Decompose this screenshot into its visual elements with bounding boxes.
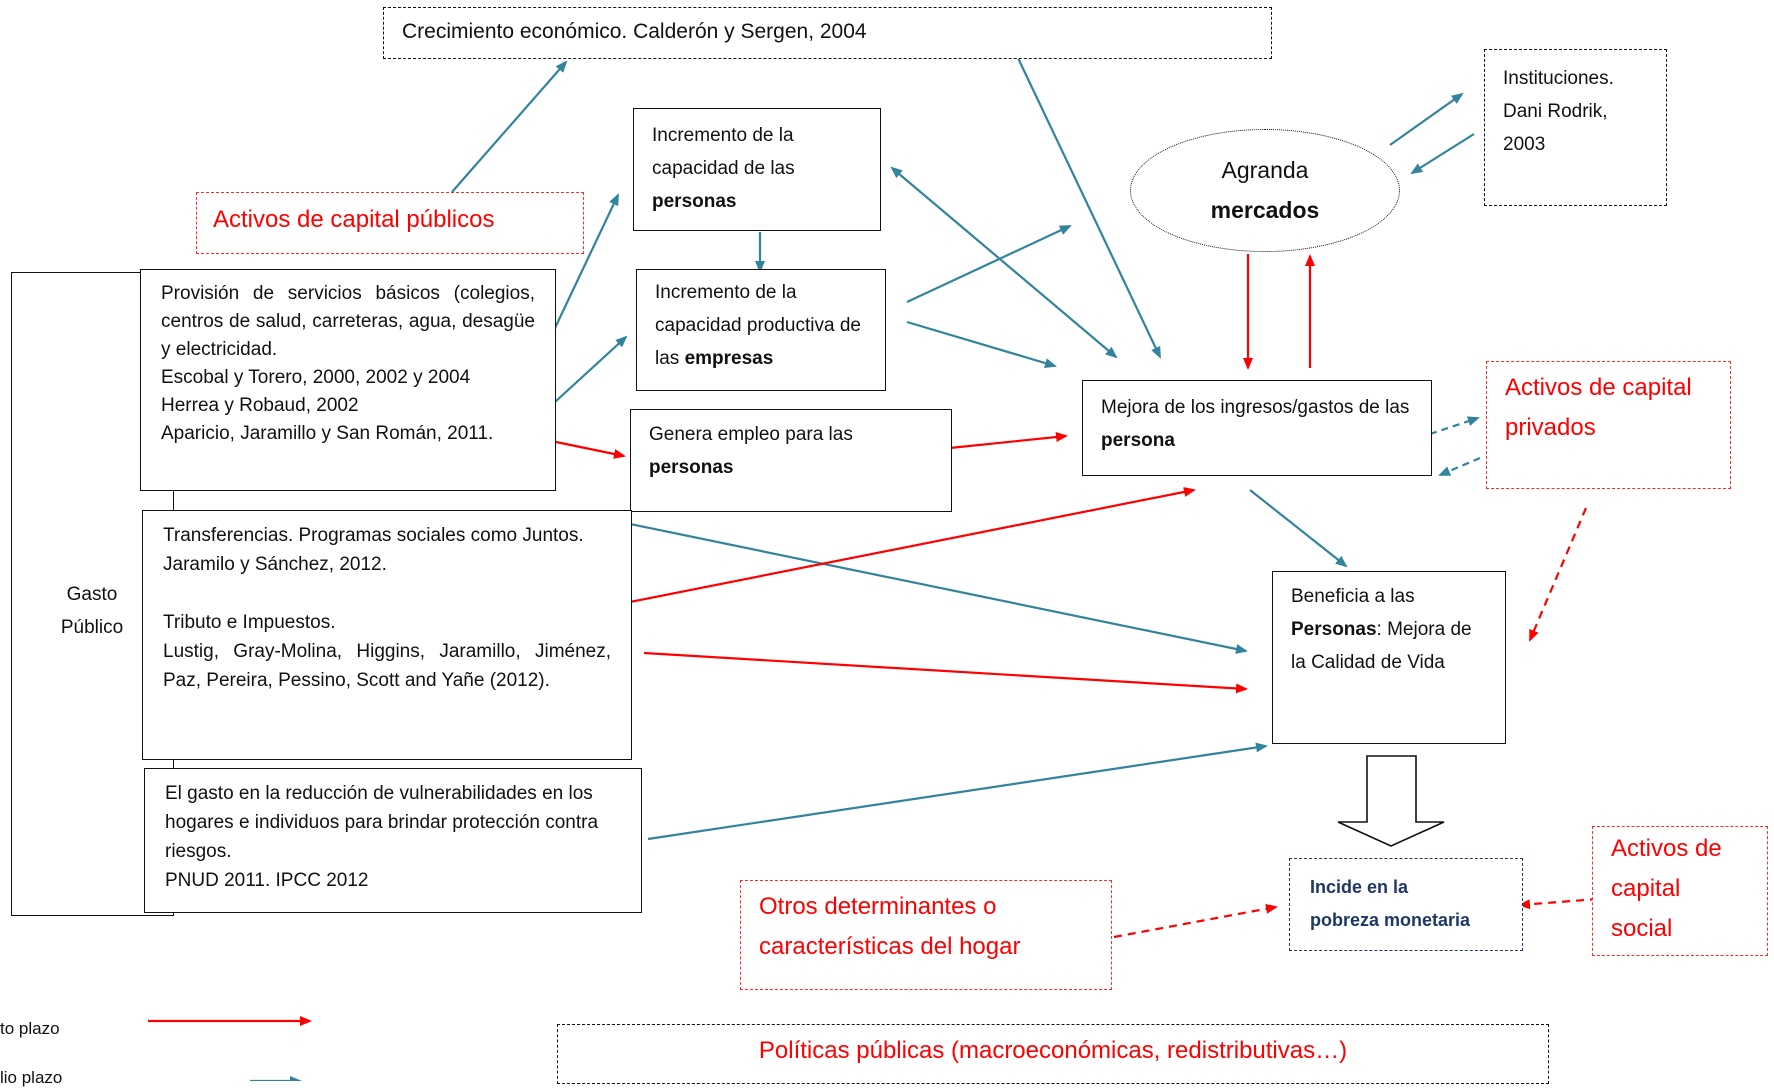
- provision-ref-3: Aparicio, Jaramillo y San Román, 2011.: [161, 423, 494, 444]
- arrow-empresas-to-ingresos: [906, 320, 1057, 368]
- provision-box: Provisión de servicios básicos (colegios…: [140, 269, 556, 491]
- arrow-vulnerabilidades-to-beneficia: [647, 742, 1268, 841]
- gasto-label-line1: Gasto: [66, 584, 118, 605]
- beneficia-text-pre: Beneficia a las: [1291, 586, 1415, 607]
- arrow-activos-privados-to-beneficia: [1528, 507, 1588, 642]
- arrow-from-instituciones: [1410, 133, 1475, 175]
- arrow-to-instituciones: [1389, 92, 1464, 146]
- capacidad-personas-bold: personas: [652, 191, 737, 212]
- arrow-transferencias-to-beneficia: [629, 522, 1248, 654]
- incide-box: Incide en la pobreza monetaria: [1289, 858, 1523, 951]
- social-line2: capital: [1611, 875, 1681, 902]
- activos-privados-line2: privados: [1505, 414, 1596, 441]
- transferencias-ref: Jaramilo y Sánchez, 2012.: [163, 554, 387, 575]
- empleo-text: Genera empleo para las: [649, 424, 853, 445]
- arrow-provision-to-empleo: [555, 440, 626, 459]
- activos-social-box: Activos de capital social: [1592, 826, 1768, 956]
- arrow-activos-privados-to-ingresos: [1438, 456, 1481, 477]
- arrow-transferencias-to-ingresos: [629, 487, 1196, 604]
- provision-text: Provisión de servicios básicos (colegios…: [161, 283, 535, 360]
- tributo-text: Tributo e Impuestos.: [163, 612, 336, 633]
- agranda-line2: mercados: [1210, 197, 1320, 223]
- arrow-otros-to-incide: [1113, 903, 1278, 939]
- activos-privados-box: Activos de capital privados: [1486, 361, 1731, 489]
- arrow-empresas-to-upper: [906, 225, 1072, 303]
- legend-long-term-label: lio plazo: [0, 1068, 62, 1088]
- tributo-ref: Lustig, Gray-Molina, Higgins, Jaramillo,…: [163, 641, 611, 691]
- arrow-provision-to-capacidad-personas: [554, 193, 619, 329]
- agranda-line1: Agranda: [1221, 157, 1309, 183]
- arrow-empleo-to-ingresos: [949, 432, 1068, 450]
- otros-determinantes-box: Otros determinantes o características de…: [740, 880, 1112, 990]
- otros-line2: características del hogar: [759, 933, 1021, 960]
- vulnerabilidades-text: El gasto en la reducción de vulnerabilid…: [165, 783, 599, 862]
- provision-ref-1: Escobal y Torero, 2000, 2002 y 2004: [161, 367, 471, 388]
- empleo-bold: personas: [649, 457, 734, 478]
- instituciones-line2: Dani Rodrik,: [1503, 101, 1608, 122]
- activos-privados-line1: Activos de capital: [1505, 374, 1692, 401]
- legend-short-term-text: to plazo: [0, 1019, 60, 1038]
- incide-line2: pobreza monetaria: [1310, 910, 1471, 930]
- capacidad-personas-text: Incremento de la capacidad de las: [652, 125, 795, 179]
- arrow-ingresos-to-activos-privados: [1429, 416, 1480, 436]
- capacidad-personas-box: Incremento de la capacidad de las person…: [633, 108, 881, 231]
- incide-line1: Incide en la: [1310, 877, 1409, 897]
- legend-long-term-text: lio plazo: [0, 1068, 63, 1087]
- gasto-label-line2: Público: [60, 617, 124, 638]
- politicas-box: Políticas públicas (macroeconómicas, red…: [557, 1024, 1549, 1084]
- arrow-provision-to-crecimiento: [451, 60, 568, 193]
- otros-line1: Otros determinantes o: [759, 893, 997, 920]
- provision-ref-2: Herrea y Robaud, 2002: [161, 395, 359, 416]
- instituciones-line1: Instituciones.: [1503, 68, 1614, 89]
- activos-publicos-text: Activos de capital públicos: [213, 206, 495, 233]
- vulnerabilidades-ref: PNUD 2011. IPCC 2012: [165, 870, 369, 891]
- arrow-ingresos-to-beneficia: [1249, 489, 1348, 568]
- beneficia-text-post: : Mejora de la Calidad de Vida: [1291, 619, 1472, 673]
- empleo-box: Genera empleo para las personas: [630, 409, 952, 512]
- ingresos-bold: persona: [1101, 430, 1175, 451]
- arrow-tributo-to-beneficia: [643, 651, 1248, 694]
- capacidad-empresas-box: Incremento de la capacidad productiva de…: [636, 269, 886, 391]
- beneficia-box: Beneficia a las Personas: Mejora de la C…: [1272, 571, 1506, 744]
- beneficia-bold: Personas: [1291, 619, 1377, 640]
- arrow-bidir-capacidad-personas-ingresos: [890, 166, 1118, 359]
- arrow-social-to-incide: [1518, 897, 1599, 910]
- gasto-publico-label: Gasto Público: [52, 578, 132, 644]
- social-line1: Activos de: [1611, 835, 1722, 862]
- politicas-text: Políticas públicas (macroeconómicas, red…: [758, 1037, 1348, 1064]
- capacidad-empresas-text: Incremento de la capacidad productiva de…: [655, 282, 861, 369]
- hollow-down-arrow: [1337, 755, 1445, 847]
- instituciones-box: Instituciones. Dani Rodrik, 2003: [1484, 49, 1667, 206]
- vulnerabilidades-box: El gasto en la reducción de vulnerabilid…: [144, 768, 642, 913]
- agranda-mercados-ellipse: Agranda mercados: [1130, 129, 1400, 252]
- ingresos-box: Mejora de los ingresos/gastos de las per…: [1082, 380, 1432, 476]
- instituciones-line3: 2003: [1503, 134, 1546, 155]
- transferencias-text: Transferencias. Programas sociales como …: [163, 525, 584, 546]
- capacidad-empresas-bold: empresas: [684, 348, 774, 369]
- arrow-provision-to-empresas: [554, 335, 628, 403]
- crecimiento-box: Crecimiento económico. Calderón y Sergen…: [383, 7, 1272, 59]
- crecimiento-text: Crecimiento económico. Calderón y Sergen…: [402, 20, 867, 43]
- activos-publicos-box: Activos de capital públicos: [196, 192, 584, 254]
- social-line3: social: [1611, 915, 1673, 942]
- ingresos-text: Mejora de los ingresos/gastos de las: [1101, 397, 1410, 418]
- legend-short-term-label: to plazo: [0, 1019, 60, 1039]
- transferencias-box: Transferencias. Programas sociales como …: [142, 510, 632, 760]
